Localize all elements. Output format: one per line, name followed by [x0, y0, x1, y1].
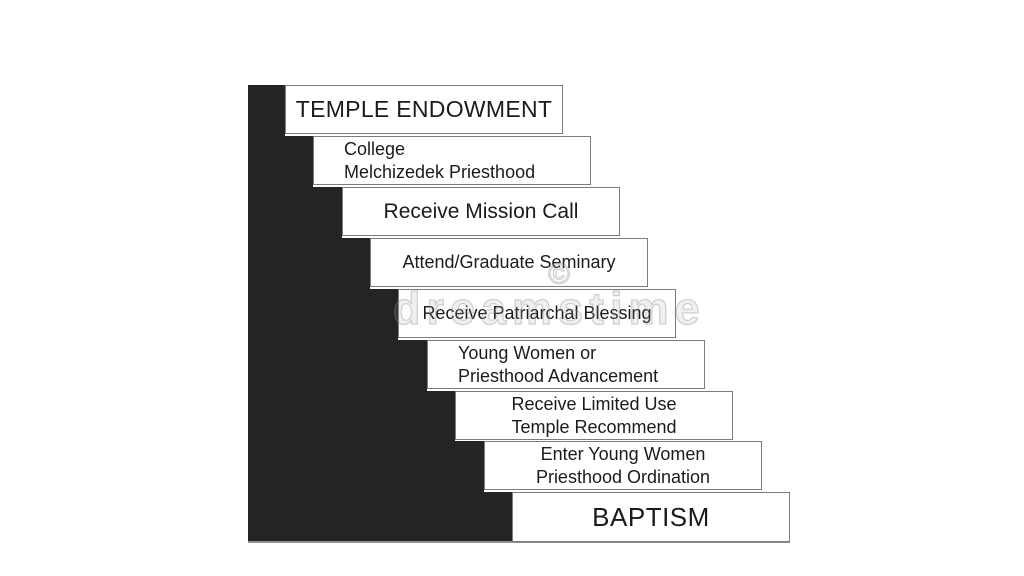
step-label-line-2: Priesthood Advancement [458, 365, 659, 386]
step-label-line-1: Enter Young Women [540, 443, 706, 464]
step-baptism: BAPTISM [512, 492, 790, 542]
step-receive-patriarchal-blessing: Receive Patriarchal Blessing [398, 289, 676, 338]
step-attend-graduate-seminary: Attend/Graduate Seminary [370, 238, 648, 287]
step-label-line-1: Young Women or [458, 342, 597, 363]
step-label-line-1: Receive Limited Use [511, 393, 677, 414]
step-temple-endowment: TEMPLE ENDOWMENT [285, 85, 563, 134]
step-label: Receive Mission Call [383, 200, 579, 223]
step-label: Attend/Graduate Seminary [402, 252, 616, 272]
step-label-line-1: College [344, 138, 406, 159]
step-label: BAPTISM [592, 501, 710, 532]
step-young-women-or-priesthood-advancement: Young Women or Priesthood Advancement [427, 340, 705, 389]
baseline-rule [248, 541, 790, 543]
step-label: Receive Patriarchal Blessing [422, 303, 652, 323]
step-receive-limited-use-temple-recommend: Receive Limited Use Temple Recommend [455, 391, 733, 440]
step-label-line-2: Melchizedek Priesthood [344, 161, 536, 182]
step-college-melchizedek-priesthood: College Melchizedek Priesthood [313, 136, 591, 185]
step-label: TEMPLE ENDOWMENT [295, 96, 553, 122]
step-receive-mission-call: Receive Mission Call [342, 187, 620, 236]
step-label-line-2: Temple Recommend [511, 416, 677, 437]
step-label-line-2: Priesthood Ordination [535, 466, 711, 487]
step-enter-young-women-priesthood-ordination: Enter Young Women Priesthood Ordination [484, 441, 762, 490]
